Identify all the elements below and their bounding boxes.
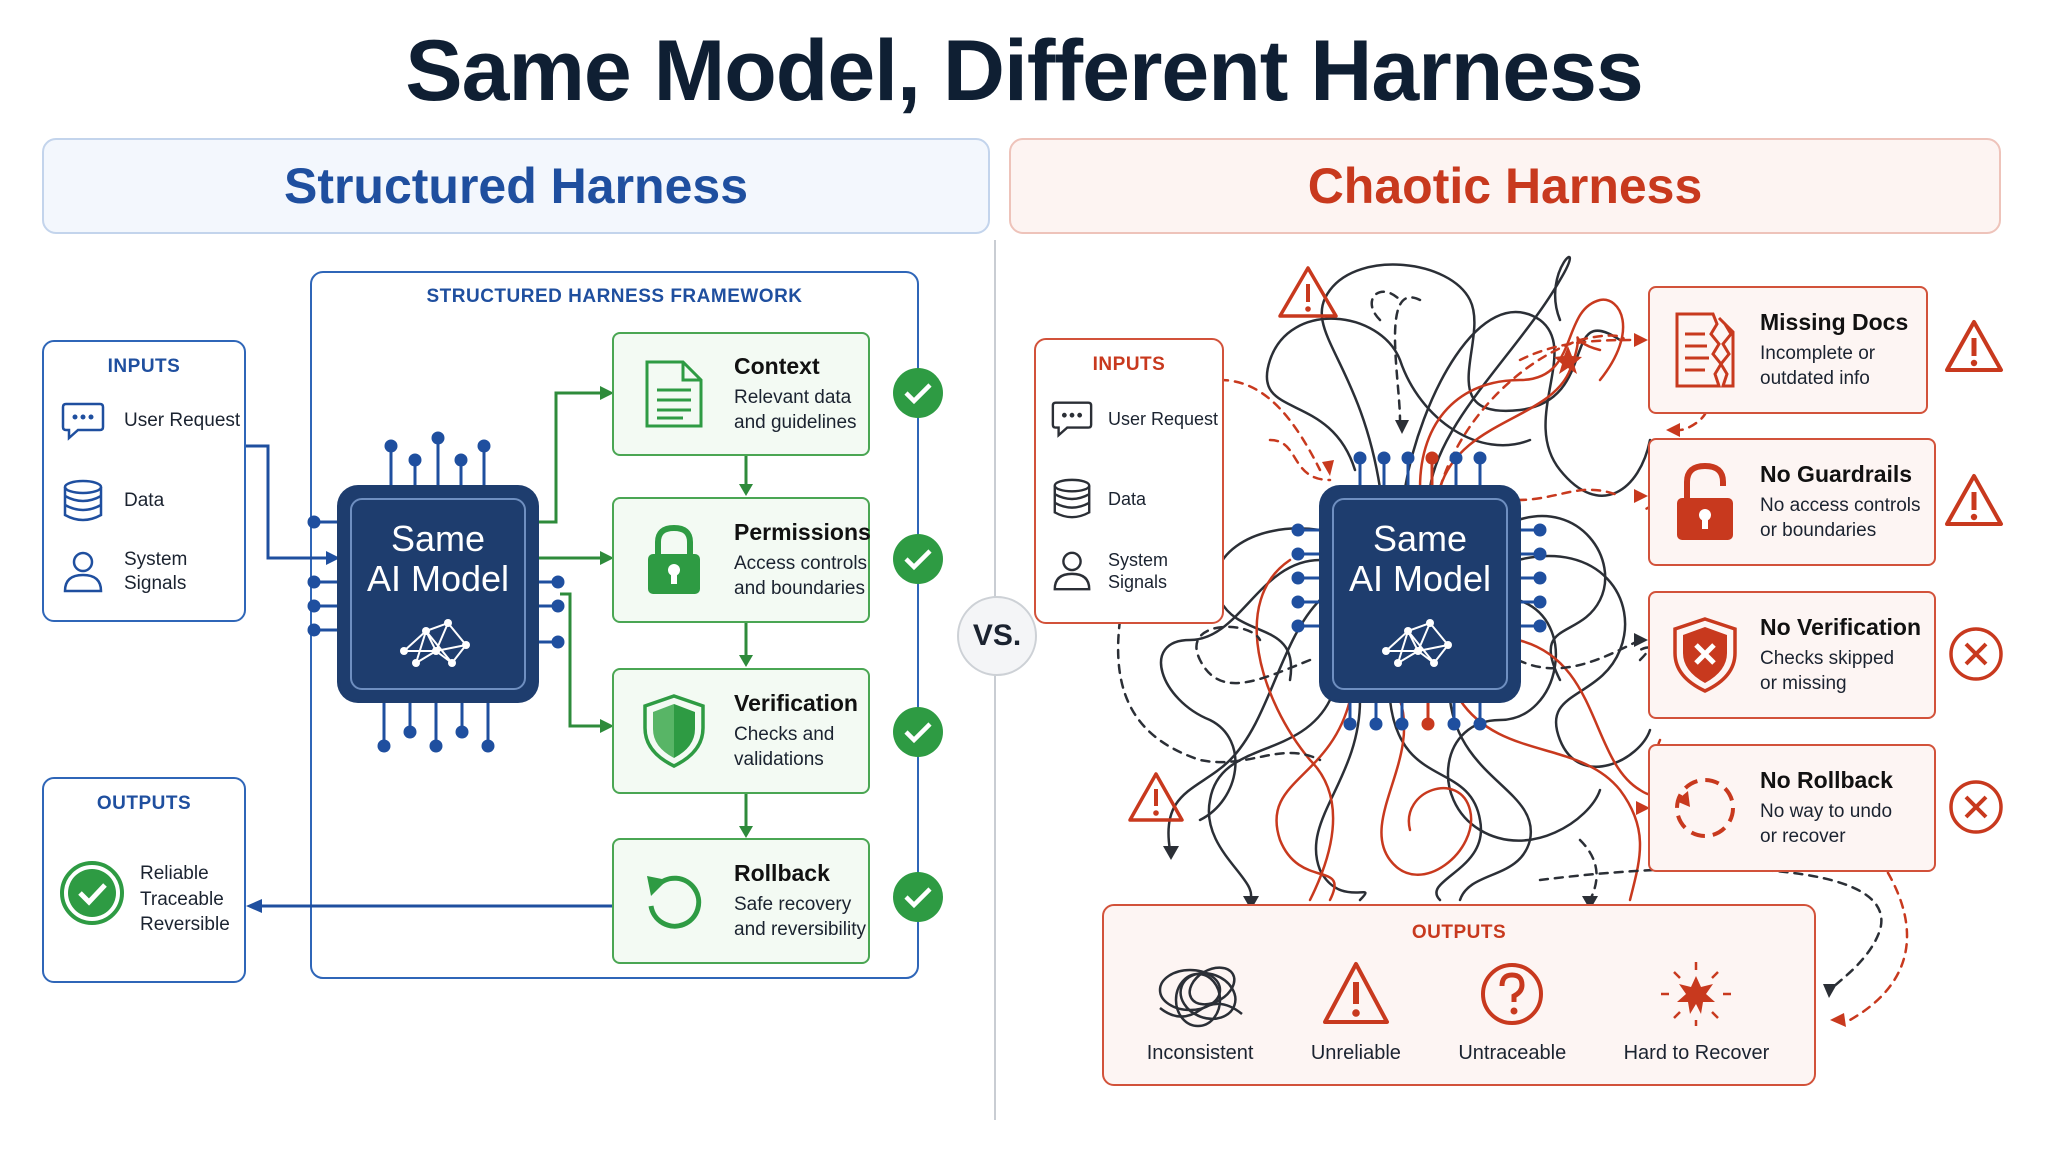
check-circle-icon bbox=[60, 861, 124, 925]
chaotic-inputs-panel: INPUTS User Request Data System Signals bbox=[1034, 338, 1224, 624]
center-divider bbox=[994, 240, 996, 1120]
database-icon bbox=[1053, 478, 1091, 519]
step-desc-verification: Checks and validations bbox=[734, 723, 835, 770]
question-icon bbox=[1481, 963, 1544, 1025]
shield-icon bbox=[643, 694, 705, 768]
output-label-inconsistent: Inconsistent bbox=[1146, 1042, 1254, 1064]
model-line2: AI Model bbox=[366, 558, 510, 599]
step-title-context: Context bbox=[734, 352, 820, 379]
structured-inputs-panel: INPUTS User Request Data System Signals bbox=[42, 340, 246, 622]
input-item-user-request: User Request bbox=[1050, 398, 1218, 440]
model-line1: Same bbox=[1372, 517, 1468, 559]
torn-document-icon bbox=[1675, 312, 1735, 388]
open-lock-icon bbox=[1677, 462, 1733, 540]
issue-title-missing-docs: Missing Docs bbox=[1760, 308, 1909, 335]
x-circle-icon bbox=[1949, 780, 2003, 834]
output-unreliable: Unreliable bbox=[1311, 960, 1401, 1065]
structured-outputs-panel: OUTPUTS Reliable Traceable Reversible bbox=[42, 777, 246, 983]
step-desc-context: Relevant data and guidelines bbox=[734, 386, 857, 433]
inputs-header: INPUTS bbox=[1092, 354, 1166, 375]
input-label-data: Data bbox=[124, 490, 165, 512]
database-icon bbox=[63, 479, 103, 522]
outputs-text: Reliable Traceable Reversible bbox=[140, 863, 230, 936]
framework-label: STRUCTURED HARNESS FRAMEWORK bbox=[426, 286, 803, 307]
burst-icon bbox=[1661, 962, 1732, 1026]
structured-harness-banner: Structured Harness bbox=[42, 138, 990, 234]
step-title-permissions: Permissions bbox=[734, 518, 871, 545]
input-label-data: Data bbox=[1108, 488, 1147, 509]
user-icon bbox=[63, 551, 103, 592]
check-icon bbox=[893, 368, 943, 418]
model-line2: AI Model bbox=[1348, 558, 1492, 599]
page-title: Same Model, Different Harness bbox=[405, 23, 1643, 119]
issue-desc-no-verification: Checks skipped or missing bbox=[1760, 647, 1895, 694]
warning-icon bbox=[1128, 772, 1184, 822]
issue-title-no-guardrails: No Guardrails bbox=[1760, 460, 1913, 487]
input-label-system-signals: System Signals bbox=[1108, 549, 1169, 593]
warning-icon bbox=[1322, 962, 1389, 1024]
output-label-untraceable: Untraceable bbox=[1458, 1042, 1567, 1064]
lock-icon bbox=[648, 524, 700, 594]
chaotic-harness-banner: Chaotic Harness bbox=[1009, 138, 2001, 234]
input-item-system-signals: System Signals bbox=[1050, 548, 1168, 594]
chat-bubble-icon bbox=[61, 402, 105, 441]
issue-no-rollback: No Rollback No way to undo or recover bbox=[1648, 744, 1936, 872]
issue-desc-no-rollback: No way to undo or recover bbox=[1760, 800, 1893, 847]
ai-model-chip: Same AI Model bbox=[1322, 488, 1518, 700]
tangle-icon bbox=[1158, 966, 1243, 1028]
input-label-user-request: User Request bbox=[124, 410, 241, 432]
input-item-system-signals: System Signals bbox=[60, 548, 187, 596]
step-title-verification: Verification bbox=[734, 689, 858, 716]
document-icon bbox=[645, 360, 703, 428]
chat-bubble-icon bbox=[1051, 401, 1093, 438]
issue-desc-no-guardrails: No access controls or boundaries bbox=[1760, 494, 1921, 541]
undo-icon bbox=[647, 875, 702, 929]
shield-x-icon bbox=[1673, 617, 1737, 693]
input-label-system-signals: System Signals bbox=[124, 549, 188, 594]
step-desc-rollback: Safe recovery and reversibility bbox=[734, 893, 866, 940]
check-icon bbox=[893, 872, 943, 922]
output-inconsistent: Inconsistent bbox=[1146, 960, 1254, 1065]
chaotic-outputs-panel: OUTPUTS Inconsistent Unreliable Untracea… bbox=[1102, 904, 1816, 1086]
warning-icon bbox=[1945, 474, 2003, 526]
output-label-hard-to-recover: Hard to Recover bbox=[1623, 1042, 1770, 1064]
input-item-data: Data bbox=[60, 478, 164, 524]
ai-model-chip: Same AI Model bbox=[340, 488, 536, 700]
dashed-circle-icon bbox=[1675, 778, 1735, 838]
input-item-user-request: User Request bbox=[60, 400, 240, 442]
outputs-header: OUTPUTS bbox=[1411, 922, 1507, 943]
neural-network-icon bbox=[1382, 619, 1452, 668]
issue-desc-missing-docs: Incomplete or outdated info bbox=[1760, 342, 1876, 389]
output-label-unreliable: Unreliable bbox=[1310, 1042, 1401, 1064]
issue-title-no-rollback: No Rollback bbox=[1760, 766, 1893, 793]
x-circle-icon bbox=[1949, 627, 2003, 681]
inputs-header: INPUTS bbox=[107, 356, 181, 377]
step-desc-permissions: Access controls and boundaries bbox=[734, 552, 868, 599]
warning-icon bbox=[1945, 320, 2003, 372]
input-label-user-request: User Request bbox=[1108, 408, 1219, 429]
check-icon bbox=[893, 707, 943, 757]
outputs-header: OUTPUTS bbox=[96, 793, 192, 814]
model-line1: Same bbox=[390, 517, 486, 559]
check-icon bbox=[893, 534, 943, 584]
step-title-rollback: Rollback bbox=[734, 859, 830, 886]
warning-icon bbox=[1278, 266, 1338, 318]
issue-title-no-verification: No Verification bbox=[1760, 613, 1922, 640]
input-item-data: Data bbox=[1050, 476, 1146, 522]
neural-network-icon bbox=[400, 619, 470, 668]
issue-no-guardrails: No Guardrails No access controls or bound… bbox=[1648, 438, 1936, 566]
user-icon bbox=[1053, 551, 1091, 591]
vs-badge: VS. bbox=[957, 596, 1037, 676]
output-untraceable: Untraceable bbox=[1458, 960, 1566, 1065]
output-hard-to-recover: Hard to Recover bbox=[1623, 960, 1770, 1065]
